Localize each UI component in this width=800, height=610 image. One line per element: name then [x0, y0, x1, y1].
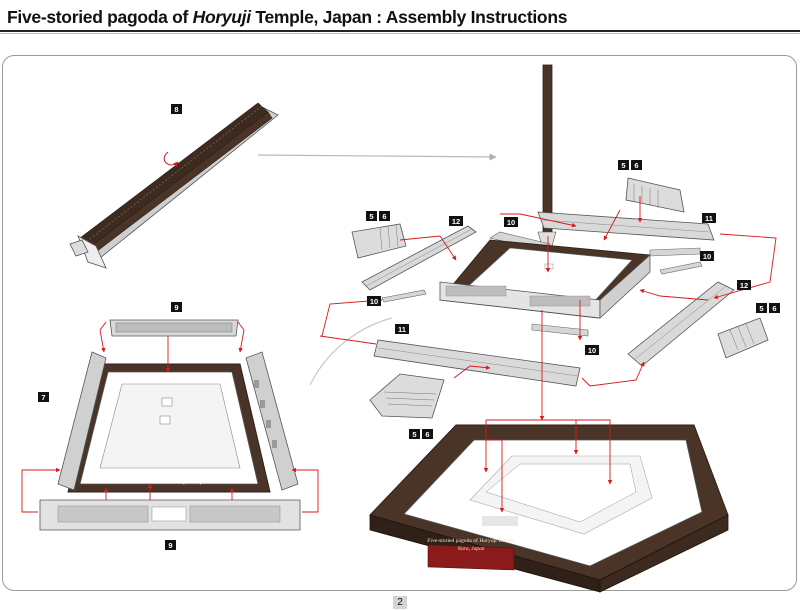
svg-text:11: 11: [705, 214, 713, 223]
svg-text:5: 5: [759, 304, 763, 313]
page-header: Five-storied pagoda of Horyuji Temple, J…: [0, 0, 800, 40]
svg-text:12: 12: [452, 217, 460, 226]
tag-9-bottom: 9: [165, 540, 176, 550]
svg-text:6: 6: [425, 430, 429, 439]
title-text: Five-storied pagoda of: [7, 7, 193, 27]
tag-6-upper-right: 6: [631, 160, 642, 170]
svg-text:5: 5: [369, 212, 373, 221]
svg-text:9: 9: [174, 303, 178, 312]
transfer-curve: [309, 317, 393, 386]
tag-6-left: 6: [379, 211, 390, 221]
part-9-top-strip: [109, 319, 239, 337]
svg-text:5: 5: [412, 430, 416, 439]
tag-12-right: 12: [737, 280, 751, 290]
svg-text:9: 9: [168, 541, 172, 550]
part-9-bottom-strip: [39, 499, 301, 531]
inner-base-box: [439, 239, 651, 319]
tag-6-right: 6: [769, 303, 780, 313]
page-title: Five-storied pagoda of Horyuji Temple, J…: [7, 7, 567, 28]
part-7-frame: [57, 351, 299, 493]
tag-5-upper-right: 5: [618, 160, 629, 170]
front-east-label: Front (east): [161, 476, 203, 485]
part-11-back-beam: [537, 211, 715, 241]
finished-base: [369, 424, 729, 593]
header-rule: [0, 30, 800, 32]
svg-text:10: 10: [588, 346, 596, 355]
svg-text:12: 12: [740, 281, 748, 290]
tag-5-lower-left: 5: [409, 429, 420, 439]
plaque-line-1: Five-storied pagoda of Horyuji Temple: [427, 537, 515, 544]
tag-7: 7: [38, 392, 49, 402]
svg-text:7: 7: [41, 393, 45, 402]
svg-text:5: 5: [621, 161, 625, 170]
left-guide-arrows: [21, 321, 319, 513]
tag-9-top: 9: [171, 302, 182, 312]
header-rule-thin: [0, 33, 800, 34]
svg-text:11: 11: [398, 325, 406, 334]
svg-text:6: 6: [634, 161, 638, 170]
tag-10-right: 10: [700, 251, 714, 261]
tag-10-left: 10: [367, 296, 381, 306]
tag-11-top: 11: [702, 213, 716, 223]
tag-10-top: 10: [504, 217, 518, 227]
tag-10-bottom: 10: [585, 345, 599, 355]
part-11-front-beam: [373, 339, 581, 387]
part-12-left-beam: [361, 225, 477, 291]
svg-text:10: 10: [507, 218, 515, 227]
svg-text:6: 6: [772, 304, 776, 313]
svg-text:10: 10: [370, 297, 378, 306]
plaque-line-2: Nara, Japan: [457, 546, 485, 552]
plaque: [427, 544, 515, 571]
title-text-end: Temple, Japan : Assembly Instructions: [250, 7, 568, 27]
tag-8: 8: [171, 104, 182, 114]
part-5-6-corner-pieces: [351, 177, 769, 419]
tag-5-right: 5: [756, 303, 767, 313]
svg-text:8: 8: [174, 105, 178, 114]
tag-6-lower-left: 6: [422, 429, 433, 439]
transfer-arrow: [257, 153, 497, 161]
page-number: 2: [393, 596, 407, 609]
tag-11-bottom: 11: [395, 324, 409, 334]
svg-text:6: 6: [382, 212, 386, 221]
part-12-right-beam: [627, 281, 735, 367]
part-8-beam: [69, 102, 279, 269]
tag-5-left: 5: [366, 211, 377, 221]
title-emphasis: Horyuji: [192, 7, 251, 27]
svg-text:10: 10: [703, 252, 711, 261]
tag-12-left: 12: [449, 216, 463, 226]
base-guide-arrows: [483, 419, 613, 513]
